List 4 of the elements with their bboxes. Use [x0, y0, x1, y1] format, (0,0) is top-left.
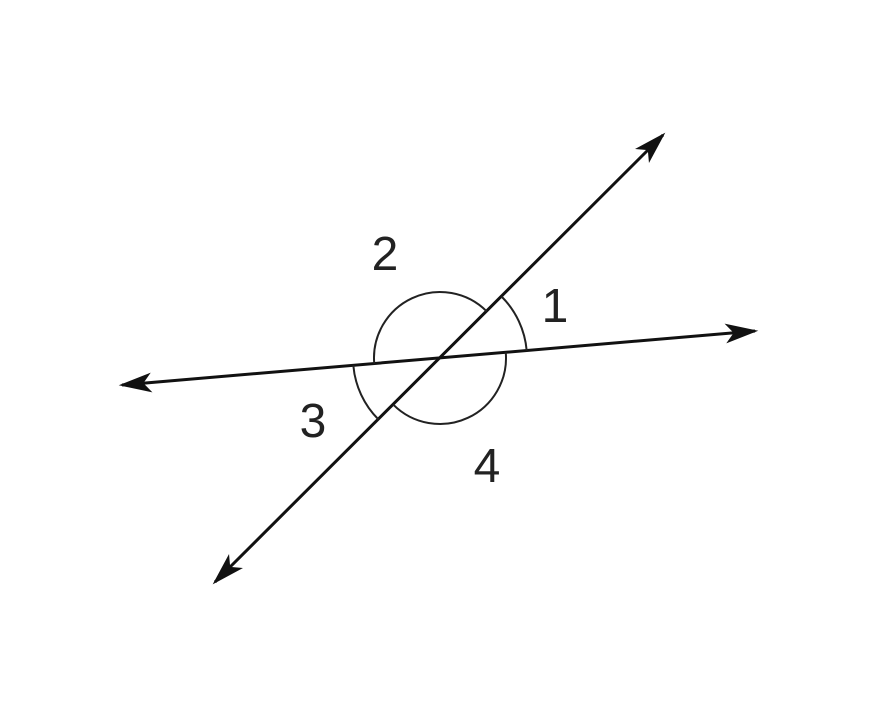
angle-number: 1	[542, 283, 568, 331]
angle-number: 3	[300, 398, 326, 446]
angle-number: 4	[474, 443, 500, 491]
angle-number: 2	[372, 231, 398, 279]
